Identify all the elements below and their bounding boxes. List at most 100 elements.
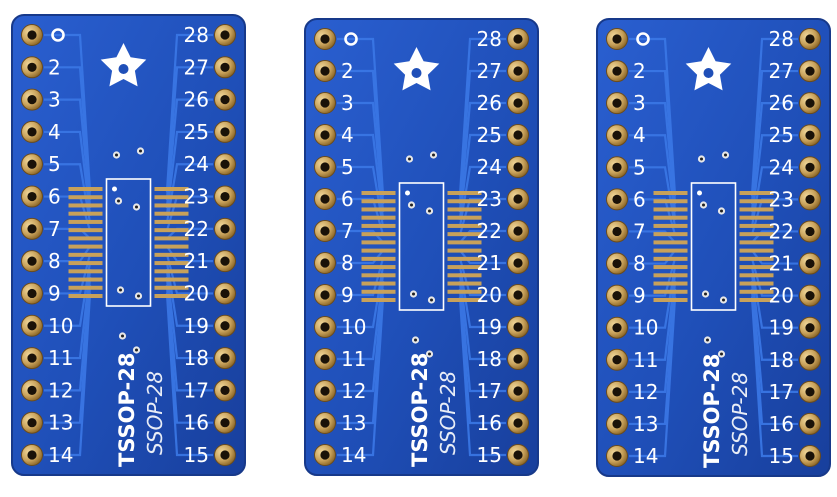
pin-label: 16 xyxy=(184,411,209,435)
drill-hole xyxy=(805,291,815,301)
pin-label: 12 xyxy=(341,379,366,403)
pin1-circle-marker xyxy=(51,28,65,42)
pin-label: 16 xyxy=(769,412,794,436)
pin1-dot xyxy=(405,190,410,196)
drill-hole xyxy=(320,322,330,332)
pin-label: 9 xyxy=(341,283,354,307)
pin-label: 15 xyxy=(477,443,502,467)
drill-hole xyxy=(320,354,330,364)
smd-pad xyxy=(154,187,189,191)
smd-pad xyxy=(68,244,103,249)
pin-label: 24 xyxy=(477,155,502,179)
smd-pad xyxy=(739,281,774,286)
drill-hole xyxy=(27,159,37,169)
smd-pad xyxy=(68,277,103,282)
drill-hole xyxy=(513,290,523,300)
via-hole xyxy=(430,298,433,302)
smd-pad xyxy=(739,289,774,294)
drill-hole xyxy=(220,191,230,202)
smd-pad xyxy=(68,228,103,233)
drill-hole xyxy=(220,256,230,266)
pin-label: 17 xyxy=(184,378,209,402)
drill-hole xyxy=(27,450,37,460)
pin-label: 11 xyxy=(341,347,366,371)
drill-hole xyxy=(612,387,622,397)
pcb-board xyxy=(11,14,246,476)
pin-label: 19 xyxy=(184,314,209,338)
drill-hole xyxy=(513,354,523,364)
handwritten-mark: SSOP-28 xyxy=(436,371,460,455)
smd-pad xyxy=(653,256,688,261)
logo-center xyxy=(411,68,422,78)
pin-label: 15 xyxy=(184,443,209,467)
smd-pad xyxy=(68,195,103,200)
pin-label: 16 xyxy=(477,411,502,435)
drill-hole xyxy=(320,162,330,172)
pin1-circle-marker xyxy=(636,32,650,46)
drill-hole xyxy=(220,127,230,137)
drill-hole xyxy=(805,66,815,76)
drill-hole xyxy=(320,130,330,140)
smd-pad xyxy=(68,294,103,298)
smd-pad xyxy=(68,211,103,216)
smd-pad xyxy=(739,215,774,220)
drill-hole xyxy=(220,62,230,72)
via-hole xyxy=(119,288,122,292)
drill-hole xyxy=(320,450,330,460)
pin-label: 9 xyxy=(633,284,646,308)
pin-label: 2 xyxy=(633,59,646,83)
drill-hole xyxy=(27,224,37,234)
smd-pad xyxy=(154,261,189,266)
pin-label: 14 xyxy=(633,444,658,468)
drill-hole xyxy=(612,130,622,140)
smd-pad xyxy=(154,236,189,241)
drill-hole xyxy=(27,30,37,40)
drill-hole xyxy=(612,291,622,301)
pin-label: 26 xyxy=(769,91,794,115)
smd-pad xyxy=(653,298,688,302)
pin-label: 25 xyxy=(477,123,502,147)
smd-pad xyxy=(739,265,774,270)
smd-pad xyxy=(361,223,396,228)
smd-pad xyxy=(68,285,103,290)
smd-pad xyxy=(447,289,482,294)
drill-hole xyxy=(27,95,37,105)
pin-label: 21 xyxy=(477,251,502,275)
pin-label: 3 xyxy=(633,91,646,115)
drill-hole xyxy=(27,62,37,72)
pin-label: 13 xyxy=(48,411,73,435)
drill-hole xyxy=(320,66,330,76)
footprint-label: TSSOP-28 xyxy=(115,353,139,467)
via-hole xyxy=(410,203,413,207)
smd-pad xyxy=(68,187,103,191)
handwritten-mark: SSOP-28 xyxy=(728,372,752,456)
smd-pad xyxy=(361,191,396,195)
drill-hole xyxy=(805,130,815,140)
pin-label: 19 xyxy=(769,316,794,340)
drill-hole xyxy=(513,258,523,268)
via-hole xyxy=(135,348,138,352)
pin-label: 5 xyxy=(633,155,646,179)
drill-hole xyxy=(805,194,815,204)
smd-pad xyxy=(447,298,482,302)
smd-pad xyxy=(361,248,396,253)
pin-label: 8 xyxy=(633,252,646,276)
pin-label: 23 xyxy=(769,187,794,211)
pin-label: 18 xyxy=(184,346,209,370)
via-hole xyxy=(121,334,124,338)
pin-label: 3 xyxy=(341,91,354,115)
drill-hole xyxy=(805,98,815,108)
smd-pad xyxy=(154,285,189,290)
drill-hole xyxy=(805,451,815,461)
drill-hole xyxy=(320,258,330,268)
pin-label: 24 xyxy=(769,155,794,179)
drill-hole xyxy=(612,162,622,172)
drill-hole xyxy=(220,288,230,299)
drill-hole xyxy=(320,418,330,428)
drill-hole xyxy=(27,353,37,363)
smd-pad xyxy=(68,252,103,257)
pin-label: 25 xyxy=(184,120,209,144)
via-hole xyxy=(722,298,725,302)
